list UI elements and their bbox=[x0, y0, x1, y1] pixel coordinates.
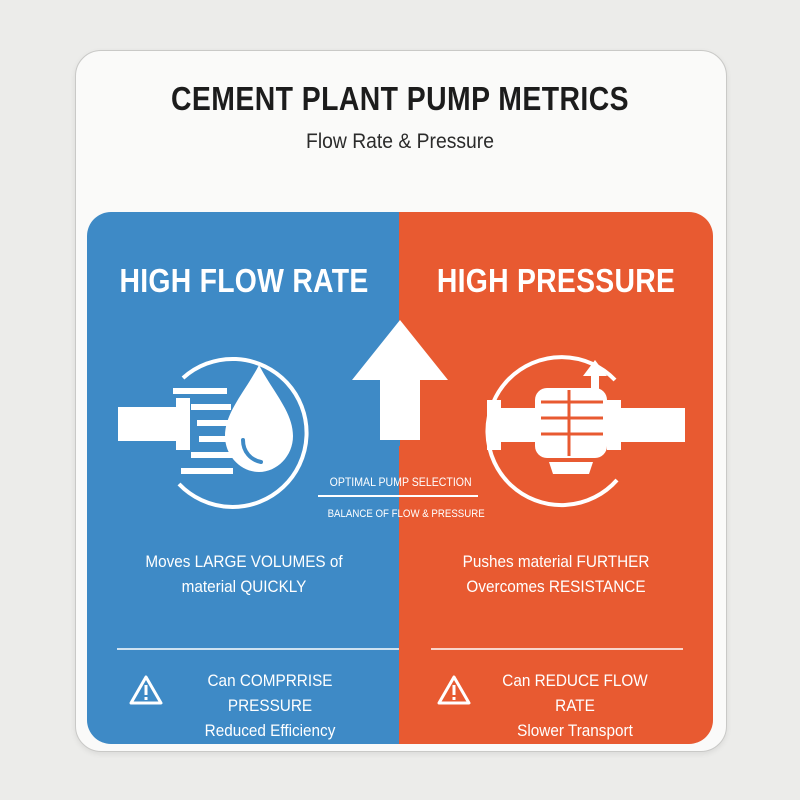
warning-triangle-icon bbox=[129, 675, 163, 705]
page-subtitle: Flow Rate & Pressure bbox=[306, 130, 494, 153]
high-pressure-panel: HIGH PRESSURE Pushes material FURTHER Ov… bbox=[399, 212, 713, 744]
up-arrow-icon bbox=[352, 320, 448, 446]
flow-rate-description: Moves LARGE VOLUMES of material QUICKLY bbox=[103, 549, 386, 599]
flow-divider bbox=[117, 648, 401, 650]
pressure-divider bbox=[431, 648, 683, 650]
balance-label: BALANCE OF FLOW & PRESSURE bbox=[327, 508, 485, 520]
high-pressure-description: Pushes material FURTHER Overcomes RESIST… bbox=[415, 549, 698, 599]
flow-rate-panel: HIGH FLOW RATE Moves LARGE VOLUMES of ma… bbox=[87, 212, 401, 744]
flow-desc-line1: Moves LARGE VOLUMES of bbox=[145, 552, 343, 571]
warning-triangle-icon bbox=[437, 675, 471, 705]
flow-warning-line1: Can COMPRRISE PRESSURE bbox=[207, 671, 333, 715]
high-pressure-title: HIGH PRESSURE bbox=[436, 262, 676, 299]
flow-warning-line2: Reduced Efficiency bbox=[204, 721, 336, 740]
flow-rate-title: HIGH FLOW RATE bbox=[119, 262, 369, 299]
pressure-warning-line2: Slower Transport bbox=[517, 721, 633, 740]
water-drop-pipe-icon bbox=[118, 356, 309, 509]
pressure-warning-line1: Can REDUCE FLOW RATE bbox=[502, 671, 648, 715]
center-divider bbox=[318, 495, 478, 497]
pressure-desc-line1: Pushes material FURTHER bbox=[462, 552, 650, 571]
page-title: CEMENT PLANT PUMP METRICS bbox=[170, 80, 630, 117]
flow-desc-line2: material QUICKLY bbox=[181, 577, 307, 596]
pressure-desc-line2: Overcomes RESISTANCE bbox=[466, 577, 646, 596]
optimal-selection-label: OPTIMAL PUMP SELECTION bbox=[329, 475, 472, 489]
fist-pipe-icon bbox=[485, 355, 685, 508]
